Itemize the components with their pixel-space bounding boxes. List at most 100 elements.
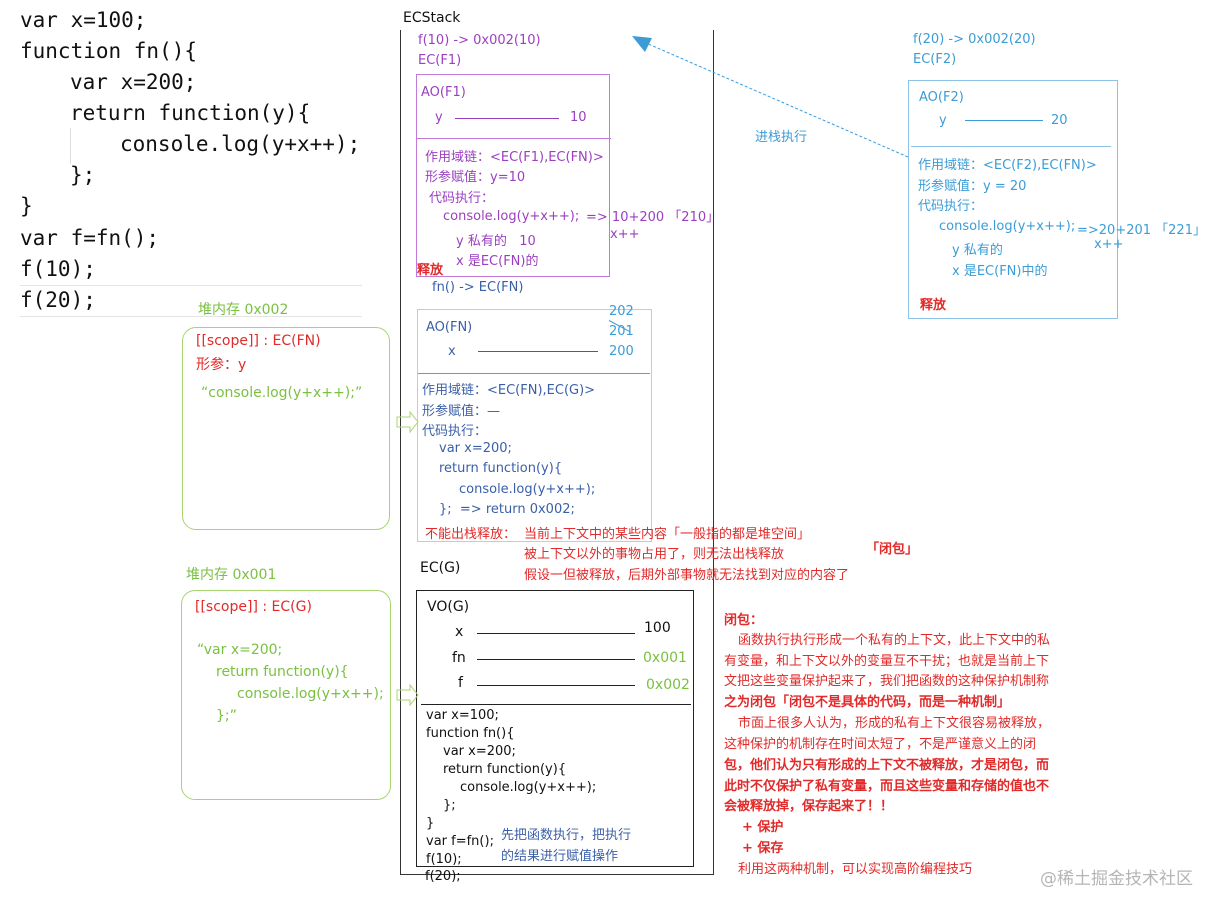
closure-tag: 「闭包」	[866, 542, 919, 557]
watermark: @稀土掘金技术社区	[1040, 869, 1193, 889]
code-line: }	[20, 194, 33, 218]
ao-f1-var-value: 10	[570, 110, 587, 125]
code-line: var f=fn();	[20, 226, 160, 250]
closure-p2-line: 这种保护的机制存在时间太短了，不是严谨意义上的闭	[724, 737, 1037, 752]
heap-001-box: [[scope]] : EC(G) “var x=200; return fun…	[181, 590, 391, 800]
heap-001-pointer-icon	[396, 683, 419, 707]
closure-p1-line: 函数执行执行形成一个私有的上下文，此上下文中的私	[738, 633, 1051, 648]
code-line: f(10);	[20, 257, 96, 281]
ao-f1-result: => 10+200 「210」	[586, 210, 720, 225]
ao-f1-label: AO(F1)	[421, 85, 466, 100]
vo-g-label: VO(G)	[427, 599, 470, 615]
code-line: f(20);	[20, 288, 96, 312]
heap-001-scope: [[scope]] : EC(G)	[195, 599, 312, 615]
vo-g-var-name: f	[458, 675, 463, 691]
ec-g-code-line: }	[426, 816, 435, 831]
ec-g-box: VO(G) x 100 fn 0x001 f 0x002 var x=100; …	[416, 590, 694, 867]
ao-f2-exec-code: console.log(y+x++);	[939, 219, 1076, 234]
ao-f1-result-post: x++	[610, 227, 640, 242]
ec-g-note: 先把函数执行，把执行	[501, 828, 632, 843]
push-arrow-line	[645, 42, 909, 158]
ao-fn-box: AO(FN) x 202 201 200 作用域链：<EC(FN),EC(G)>…	[417, 304, 652, 542]
ec-g-note: 的结果进行赋值操作	[501, 849, 619, 864]
ao-f2-param-assign: 形参赋值：y = 20	[918, 179, 1027, 194]
ao-f2-scope-chain: 作用域链：<EC(F2),EC(FN)>	[918, 158, 1097, 173]
indent-guide	[70, 128, 71, 164]
ao-f2-label: AO(F2)	[919, 90, 964, 105]
ao-fn-value: 202	[609, 304, 634, 319]
ec-g-label: EC(G)	[420, 560, 461, 576]
ao-f1-note-x: x 是EC(FN)的	[456, 254, 539, 269]
code-line: return function(y){	[70, 101, 311, 125]
ao-f2-exec-label: 代码执行：	[918, 199, 984, 214]
closure-p1-line: 有变量，和上下文以外的变量互不干扰；也就是当前上下	[724, 654, 1050, 669]
ao-fn-scope-chain: 作用域链：<EC(FN),EC(G)>	[422, 383, 596, 398]
heap-001-line: “var x=200;	[197, 642, 283, 658]
code-line: console.log(y+x++);	[120, 132, 361, 156]
ao-f2-result-post: x++	[1094, 237, 1124, 252]
ao-f2-var-name: y	[939, 113, 947, 128]
f1-ec-label: EC(F1)	[418, 53, 462, 68]
ec-g-code-line: f(20);	[425, 869, 461, 884]
heap-002-box: [[scope]] : EC(FN) 形参：y “console.log(y+x…	[182, 327, 390, 530]
no-release-line: 被上下文以外的事物占用了，则无法出栈释放	[524, 547, 785, 562]
ao-f1-box: AO(F1) y 10 作用域链：<EC(F1),EC(FN)> 形参赋值：y=…	[416, 74, 611, 278]
heap-002-scope: [[scope]] : EC(FN)	[196, 333, 321, 349]
heap-002-body: “console.log(y+x++);”	[201, 385, 363, 401]
ao-f2-result: =>20+201 「221」	[1077, 223, 1206, 238]
ao-f1-exec-label: 代码执行：	[429, 191, 495, 206]
divider	[20, 285, 362, 286]
ao-fn-param-assign: 形参赋值：—	[422, 404, 501, 419]
ec-g-code-line: };	[443, 798, 456, 813]
closure-p2-line: 会被释放掉，保存起来了！！	[724, 799, 894, 814]
ao-f2-box: AO(F2) y 20 作用域链：<EC(F2),EC(FN)> 形参赋值：y …	[908, 80, 1206, 319]
ecstack-frame	[400, 30, 714, 875]
vo-g-var-line	[477, 685, 635, 686]
ao-f2-release: 释放	[920, 298, 947, 313]
ao-fn-value: 201	[609, 324, 634, 339]
closure-p2-line: 此时不仅保护了私有变量，而且这些变量和存储的值也不	[724, 779, 1050, 794]
ec-g-code-line: return function(y){	[443, 762, 567, 777]
ao-f2-note-y: y 私有的	[952, 243, 1003, 258]
ao-fn-divider	[418, 373, 650, 374]
ao-fn-exec-line: return function(y){	[439, 461, 563, 476]
closure-protect: + 保护	[742, 820, 784, 835]
fn-call: fn() -> EC(FN)	[432, 280, 524, 295]
ao-fn-exec-line: var x=200;	[439, 441, 512, 456]
ao-f1-exec-code: console.log(y+x++);	[443, 209, 580, 224]
heap-001-line: console.log(y+x++);	[237, 686, 384, 702]
vo-g-var-name: x	[455, 624, 464, 640]
ao-f1-divider	[417, 138, 611, 139]
push-label: 进栈执行	[755, 130, 808, 145]
ao-fn-exec-label: 代码执行：	[422, 424, 488, 439]
f2-ec-label: EC(F2)	[913, 52, 957, 67]
ec-g-code-line: var x=100;	[426, 708, 499, 723]
ecstack-title: ECStack	[403, 10, 461, 26]
ao-fn-exec-line: console.log(y+x++);	[459, 482, 596, 497]
heap-002-pointer-icon	[396, 410, 419, 434]
vo-g-var-value: 0x001	[643, 650, 687, 666]
vo-g-var-value: 0x002	[646, 677, 690, 693]
ao-f2-var-value: 20	[1051, 113, 1068, 128]
ao-fn-var-line	[478, 351, 598, 352]
ao-fn-value: 200	[609, 344, 634, 359]
code-line: var x=200;	[70, 70, 197, 94]
closure-p1-line: 文把这些变量保护起来了，我们把函数的这种保护机制称	[724, 674, 1050, 689]
no-release-label: 不能出栈释放：	[425, 527, 517, 542]
ec-g-code-line: var f=fn();	[426, 834, 494, 849]
heap-001-title: 堆内存 0x001	[186, 567, 277, 583]
vo-g-var-name: fn	[452, 650, 466, 666]
ec-g-code-line: f(10);	[426, 852, 462, 867]
closure-p2-line: 包，他们认为只有形成的上下文不被释放，才是闭包，而	[724, 758, 1050, 773]
f2-call: f(20) -> 0x002(20)	[913, 32, 1036, 47]
ao-f1-param-assign: 形参赋值：y=10	[425, 170, 526, 185]
ec-g-code-line: var x=200;	[443, 744, 516, 759]
closure-summary: 利用这两种机制，可以实现高阶编程技巧	[738, 862, 973, 877]
vo-g-var-value: 100	[644, 620, 671, 636]
heap-002-param: 形参：y	[196, 357, 247, 373]
heap-001-line: };”	[216, 708, 237, 724]
closure-title: 闭包：	[724, 613, 764, 628]
ao-f1-note-y: y 私有的 10	[456, 234, 536, 249]
no-release-line: 当前上下文中的某些内容「一般指的都是堆空间」	[524, 527, 811, 542]
